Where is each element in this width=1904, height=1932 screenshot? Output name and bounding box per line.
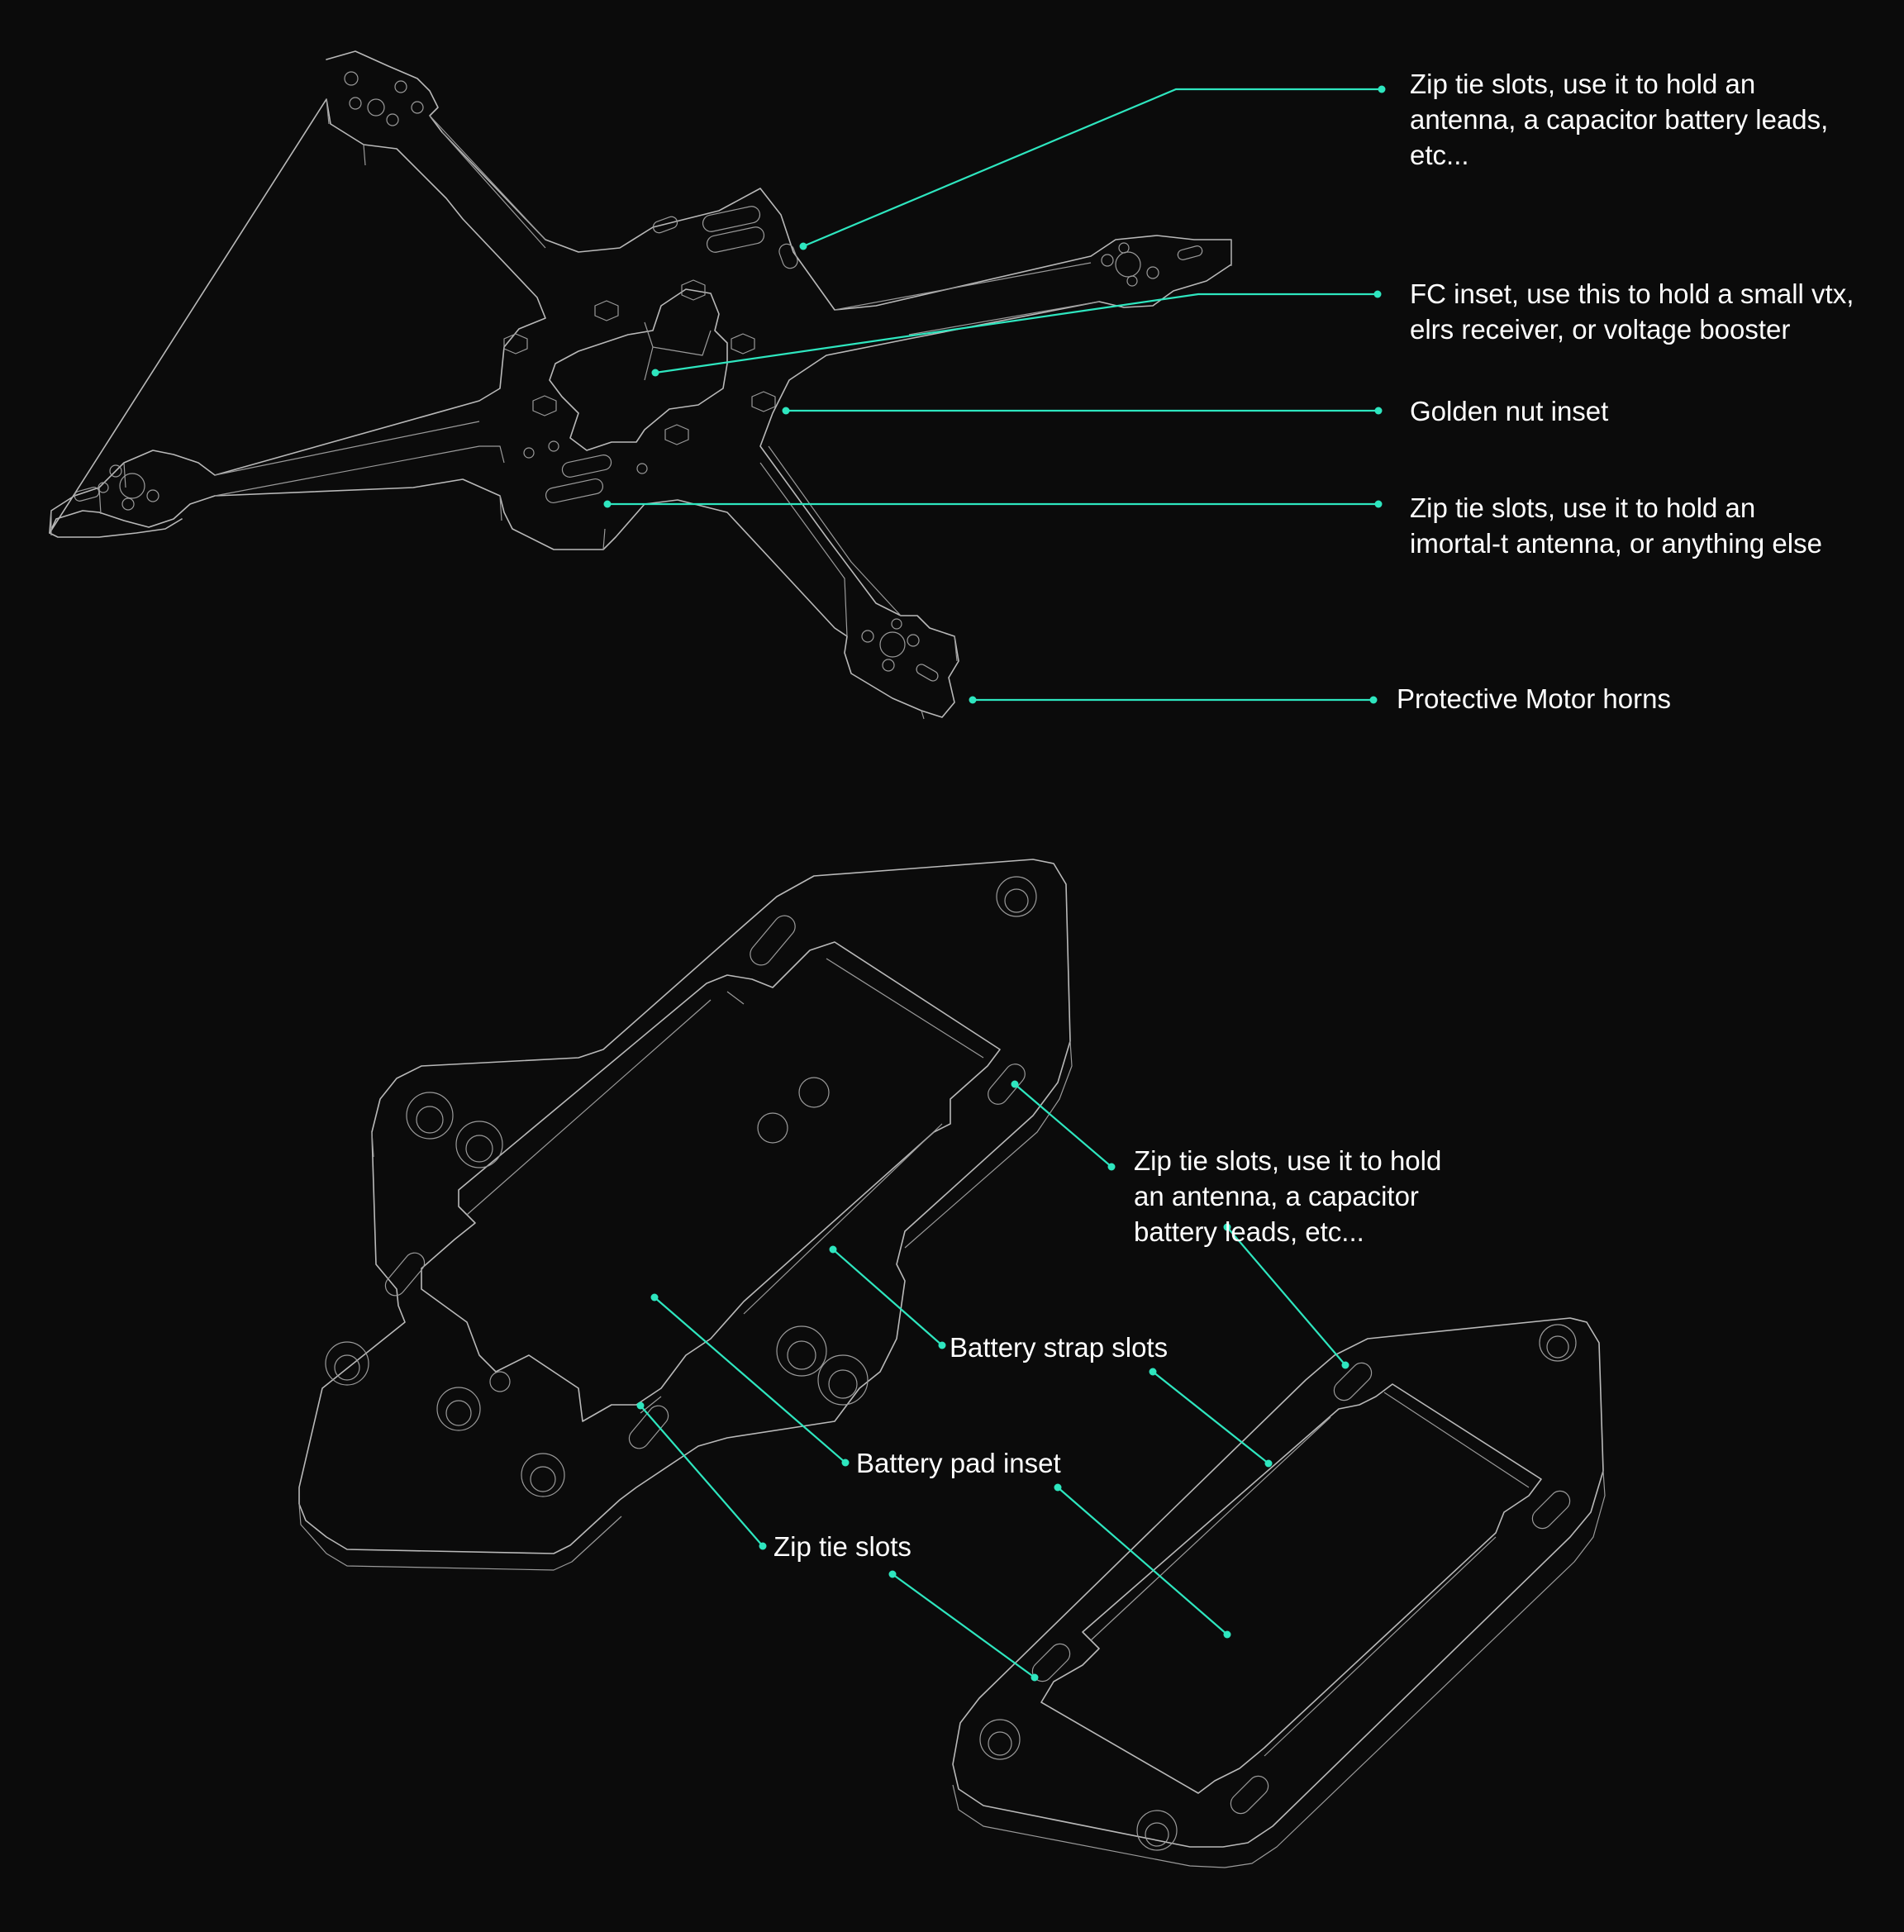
callout-golden-nut-inset: Golden nut inset [1410, 396, 1609, 426]
callout-zip-tie-slots: Zip tie slots [774, 1531, 912, 1562]
callout-fc-inset: FC inset, use this to hold a small vtx, … [1410, 278, 1854, 345]
callout-frame-zip-tie-slots-bottom: Zip tie slots, use it to hold an imortal… [1410, 493, 1822, 559]
callout-plate-zip-tie-slots: Zip tie slots, use it to hold an antenna… [1134, 1145, 1442, 1247]
callout-battery-strap-slots: Battery strap slots [950, 1332, 1169, 1363]
leader-lines [603, 85, 1386, 1682]
callout-battery-pad-inset: Battery pad inset [856, 1448, 1061, 1478]
callout-frame-zip-tie-slots-top: Zip tie slots, use it to hold an antenna… [1410, 69, 1829, 170]
battery-plate-small-drawing [952, 1317, 1606, 1868]
battery-plate-large-drawing [298, 859, 1073, 1571]
callout-protective-motor-horns: Protective Motor horns [1397, 683, 1671, 714]
x-frame-drawing [49, 50, 1232, 720]
